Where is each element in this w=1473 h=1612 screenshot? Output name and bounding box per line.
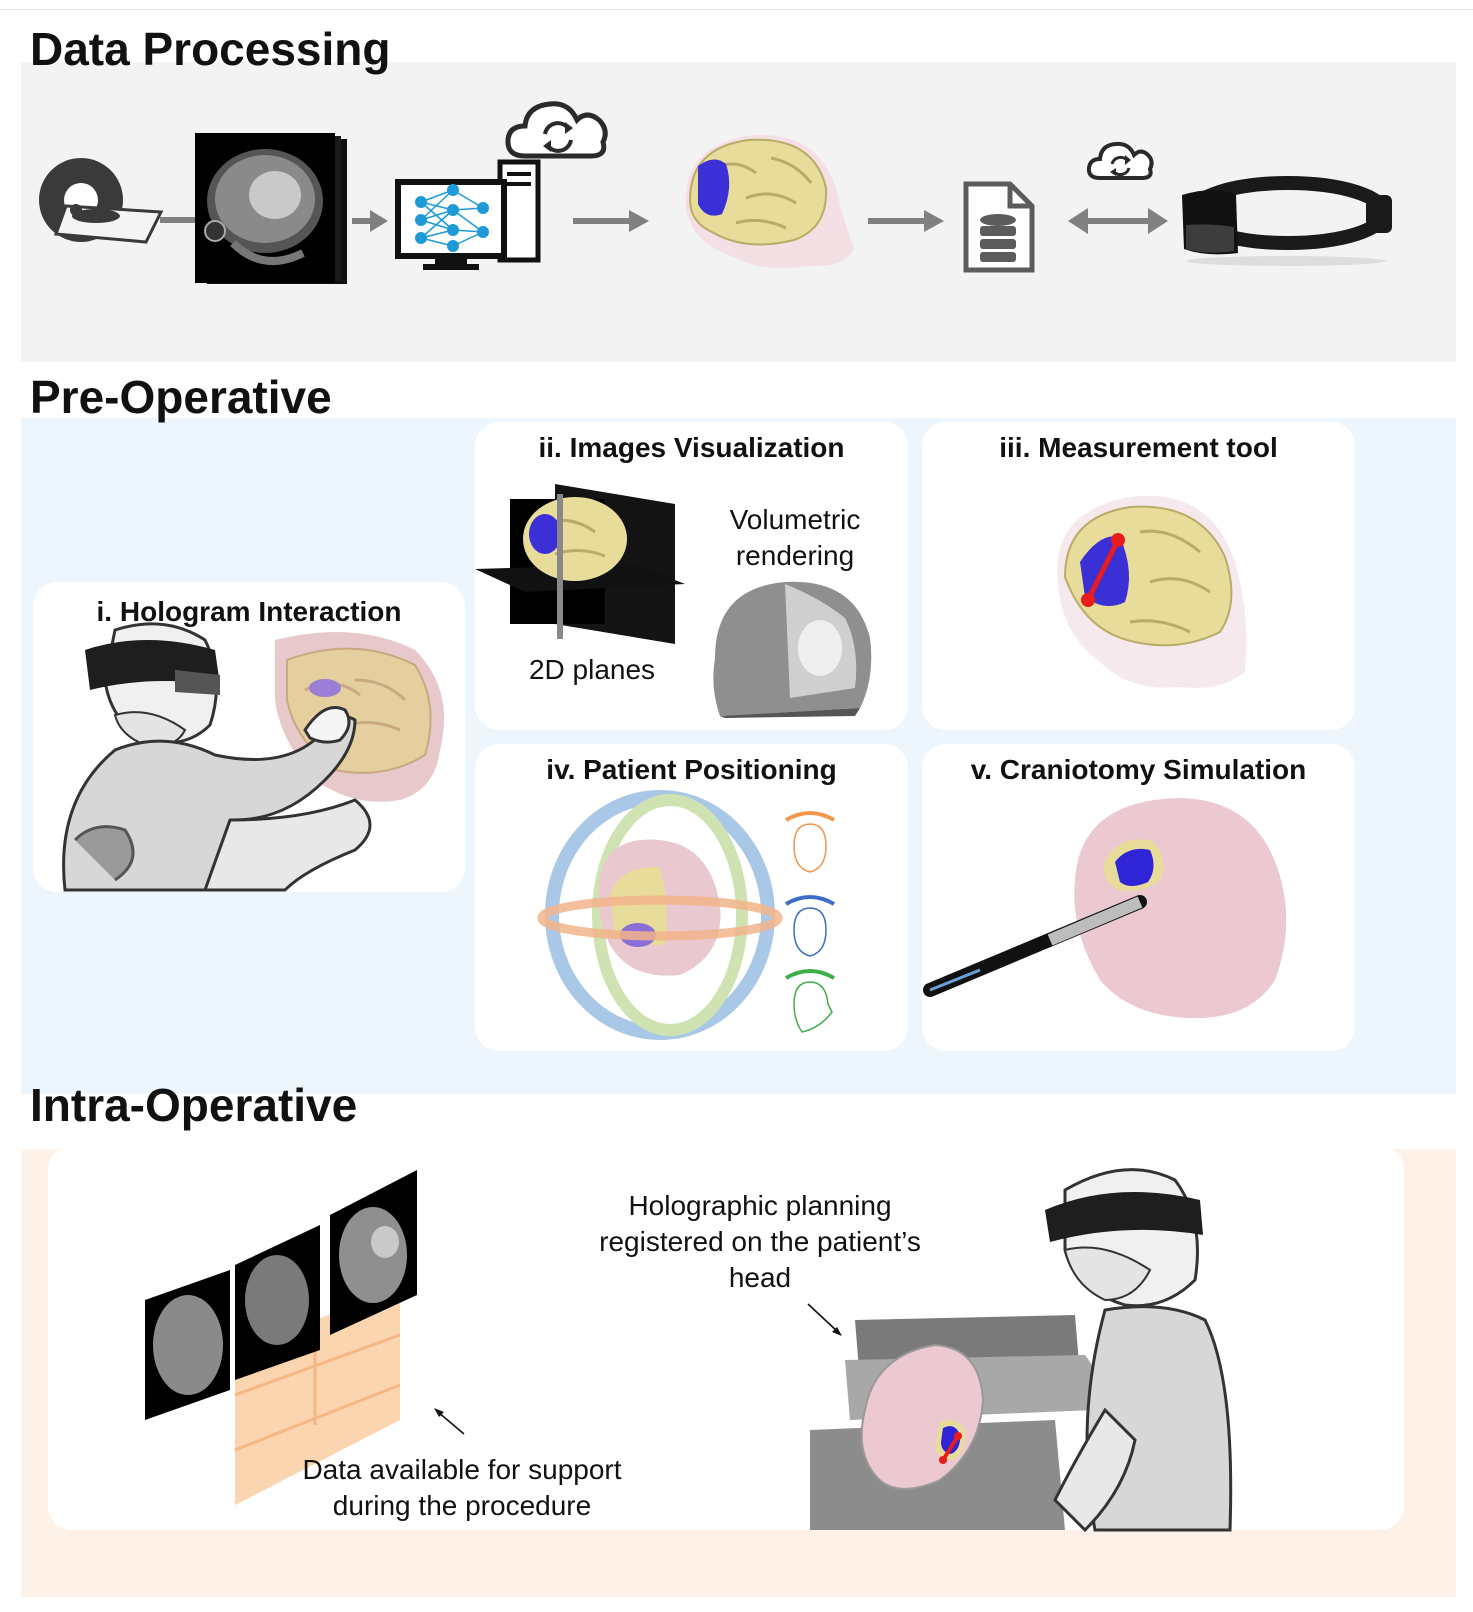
double-arrow (1068, 208, 1168, 234)
holographic-planning-label-line2: registered on the patient’s (599, 1226, 921, 1257)
patient-positioning-title: iv. Patient Positioning (546, 754, 837, 785)
neural-network-computer-icon (395, 159, 541, 270)
volumetric-label-line2: rendering (735, 540, 855, 571)
arrow-2 (352, 210, 388, 232)
surgeon-hologram-illustration (62, 622, 445, 892)
holographic-planning-label-line1: Holographic planning (628, 1190, 892, 1221)
pointer-arrow-data (434, 1408, 465, 1435)
measurement-tool-title: iii. Measurement tool (999, 432, 1278, 463)
data-support-label-line2: during the procedure (332, 1490, 592, 1521)
surgery-scene-illustration (810, 1168, 1233, 1533)
pointer-arrow-holographic (807, 1303, 842, 1336)
2d-planes-illustration (475, 484, 685, 644)
hologram-interaction-title: i. Hologram Interaction (96, 596, 402, 627)
cloud-sync-icon (1086, 141, 1154, 180)
pre-operative-title: Pre-Operative (30, 371, 332, 423)
positioning-rings-illustration (537, 790, 783, 1040)
mri-scanner-icon (39, 158, 164, 244)
hololens-headset-icon (1182, 176, 1392, 266)
craniotomy-illustration (923, 798, 1287, 1019)
arrow-4 (868, 210, 944, 232)
measurement-brain-illustration (1057, 495, 1247, 688)
volumetric-rendering-illustration (713, 581, 872, 718)
data-processing-title: Data Processing (30, 23, 391, 75)
arrow-1 (160, 217, 198, 223)
mri-slices-icon (195, 133, 347, 284)
cloud-sync-icon (505, 101, 608, 159)
floating-mri-slices-illustration (145, 1170, 417, 1505)
database-file-icon (963, 181, 1035, 273)
holographic-planning-label-line3: head (728, 1262, 792, 1293)
intra-operative-title: Intra-Operative (30, 1079, 358, 1131)
data-support-label-line1: Data available for support (302, 1454, 622, 1485)
2d-planes-label: 2D planes (528, 654, 656, 685)
arrow-3 (573, 210, 649, 232)
top-divider (0, 9, 1473, 10)
images-visualization-title: ii. Images Visualization (538, 432, 845, 463)
head-orientation-icons (784, 811, 836, 1033)
volumetric-label-line1: Volumetric (729, 504, 861, 535)
craniotomy-simulation-title: v. Craniotomy Simulation (970, 754, 1307, 785)
brain-model-icon (685, 135, 854, 269)
